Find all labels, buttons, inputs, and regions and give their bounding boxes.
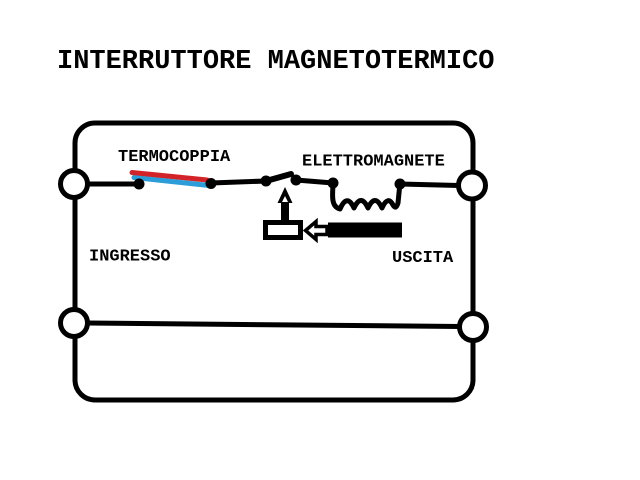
terminal-bottom-right [457, 311, 489, 343]
top-conductor [85, 177, 462, 188]
wire-bimetal-to-switch [208, 178, 269, 186]
trip-switch [260, 171, 302, 187]
terminal-bottom-left [58, 307, 90, 339]
breaker-enclosure-box [72, 120, 476, 403]
bimetal-hot-layer [129, 170, 210, 183]
middle-conductor-wire [84, 320, 463, 329]
switch-pivot-dot [260, 175, 272, 187]
trip-bar [263, 220, 303, 240]
plunger-up-arrow-icon [277, 187, 293, 223]
coil-left-dot [327, 177, 339, 189]
electromagnet-coil [330, 183, 402, 212]
electromagnet-label: ELETTROMAGNETE [302, 153, 445, 172]
thermocouple-bimetal-strip [129, 170, 212, 188]
up-arrowhead-notch [281, 196, 289, 203]
terminal-top-left [58, 168, 90, 200]
coil-right-dot [394, 178, 406, 190]
bimetal-cold-layer [131, 175, 212, 188]
switch-contact-dot [290, 174, 302, 186]
page-title: INTERRUTTORE MAGNETOTERMICO [57, 47, 494, 77]
output-label: USCITA [392, 249, 454, 268]
wire-coil-to-terminal [397, 181, 462, 188]
plunger-stem [281, 202, 289, 223]
terminals [58, 168, 489, 343]
thermocouple-label: TERMOCOPPIA [118, 148, 231, 167]
input-label: INGRESSO [89, 248, 171, 267]
connection-dots [133, 177, 406, 190]
bimetal-right-dot [205, 178, 217, 189]
terminal-top-right [456, 169, 488, 202]
wire-switch-to-coil [293, 177, 336, 186]
left-arrow-icon [302, 217, 329, 244]
magnet-core-bar [328, 222, 402, 238]
up-arrowhead [277, 187, 293, 203]
bimetal-left-dot [133, 178, 145, 190]
